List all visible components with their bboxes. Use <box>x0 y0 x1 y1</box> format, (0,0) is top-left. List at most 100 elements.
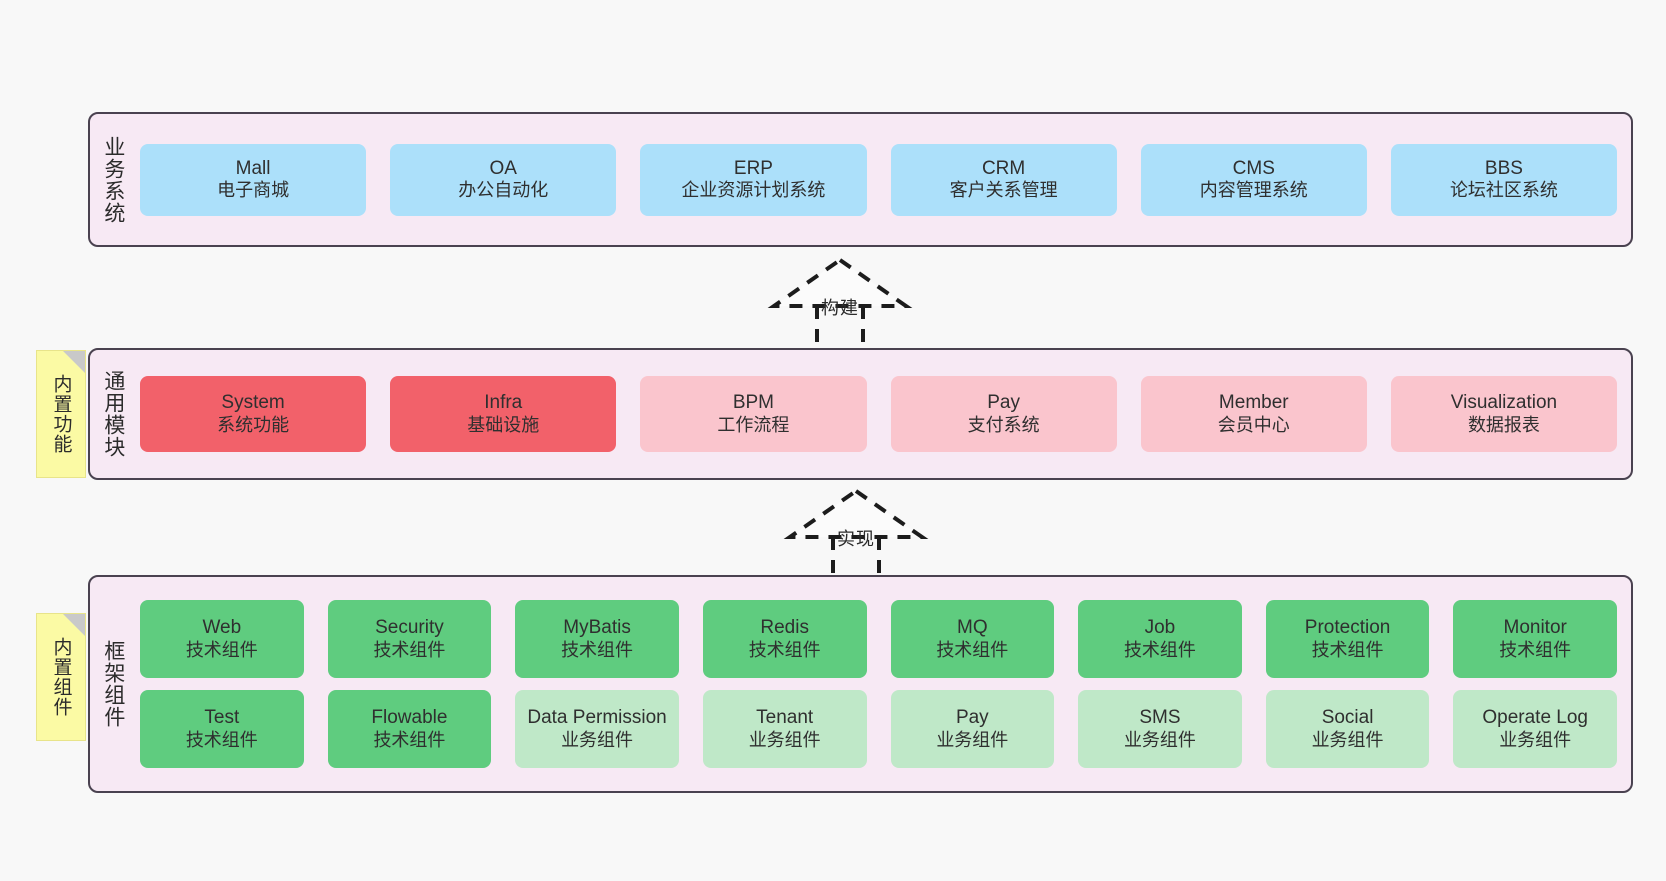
node-title-cn: 技术组件 <box>936 639 1009 660</box>
node-web[interactable]: Web 技术组件 <box>140 600 304 678</box>
node-title-cn: 技术组件 <box>373 639 446 660</box>
node-pay-component[interactable]: Pay 业务组件 <box>890 690 1055 768</box>
layer-body-framework: Web 技术组件 Security 技术组件 MyBatis 技术组件 Redi… <box>136 577 1631 791</box>
node-title-en: Security <box>375 617 444 639</box>
node-title-cn: 业务组件 <box>748 729 821 750</box>
node-title-en: BBS <box>1484 157 1523 179</box>
node-crm[interactable]: CRM 客户关系管理 <box>890 143 1117 216</box>
layer-body-common: System 系统功能 Infra 基础设施 BPM 工作流程 Pay 支付系统… <box>136 350 1631 478</box>
node-title-en: Visualization <box>1450 392 1558 414</box>
layer-business-system: 业务系统 Mall 电子商城 OA 办公自动化 ERP 企业资源计划系统 CRM… <box>88 112 1633 247</box>
node-row: Test 技术组件 Flowable 技术组件 Data Permission … <box>140 690 1617 768</box>
node-cms[interactable]: CMS 内容管理系统 <box>1140 143 1367 216</box>
node-title-cn: 技术组件 <box>185 729 258 750</box>
node-row: System 系统功能 Infra 基础设施 BPM 工作流程 Pay 支付系统… <box>140 376 1618 452</box>
node-visualization[interactable]: Visualization 数据报表 <box>1390 376 1618 452</box>
node-title-cn: 技术组件 <box>1499 639 1572 660</box>
node-title-cn: 内容管理系统 <box>1199 180 1308 201</box>
node-flowable[interactable]: Flowable 技术组件 <box>327 690 492 768</box>
node-title-en: Pay <box>955 707 989 729</box>
node-title-cn: 数据报表 <box>1467 414 1540 435</box>
node-bpm[interactable]: BPM 工作流程 <box>640 376 867 452</box>
node-title-cn: 论坛社区系统 <box>1449 180 1558 201</box>
node-title-en: Operate Log <box>1482 707 1588 729</box>
node-test[interactable]: Test 技术组件 <box>140 690 304 768</box>
node-pay[interactable]: Pay 支付系统 <box>890 376 1117 452</box>
node-system[interactable]: System 系统功能 <box>140 376 367 452</box>
node-title-en: Monitor <box>1503 617 1567 639</box>
node-title-en: ERP <box>733 157 773 179</box>
node-operate-log[interactable]: Operate Log 业务组件 <box>1453 690 1617 768</box>
node-title-cn: 基础设施 <box>467 414 540 435</box>
node-title-cn: 技术组件 <box>1123 639 1196 660</box>
node-title-en: Flowable <box>371 707 448 729</box>
node-member[interactable]: Member 会员中心 <box>1140 376 1367 452</box>
node-title-cn: 客户关系管理 <box>949 180 1058 201</box>
node-monitor[interactable]: Monitor 技术组件 <box>1453 600 1617 678</box>
connector-label-realize: 实现 <box>837 529 875 549</box>
node-title-en: Infra <box>484 392 523 414</box>
node-title-cn: 系统功能 <box>217 414 290 435</box>
node-title-en: Protection <box>1304 617 1391 639</box>
node-title-en: Job <box>1144 617 1176 639</box>
node-title-cn: 支付系统 <box>967 414 1040 435</box>
node-title-cn: 技术组件 <box>373 729 446 750</box>
node-title-en: Web <box>202 617 242 639</box>
node-title-cn: 电子商城 <box>217 180 290 201</box>
node-title-cn: 业务组件 <box>1499 729 1572 750</box>
node-title-cn: 工作流程 <box>717 414 790 435</box>
node-mq[interactable]: MQ 技术组件 <box>890 600 1055 678</box>
node-row: Web 技术组件 Security 技术组件 MyBatis 技术组件 Redi… <box>140 600 1617 678</box>
node-protection[interactable]: Protection 技术组件 <box>1265 600 1430 678</box>
node-title-en: CMS <box>1232 157 1275 179</box>
note-label: 内置功能 <box>50 374 72 454</box>
connector-build: 构建 <box>760 256 920 354</box>
layer-title-business: 业务系统 <box>101 135 125 224</box>
node-oa[interactable]: OA 办公自动化 <box>390 143 617 216</box>
node-mall[interactable]: Mall 电子商城 <box>140 143 367 216</box>
node-infra[interactable]: Infra 基础设施 <box>390 376 617 452</box>
node-tenant[interactable]: Tenant 业务组件 <box>702 690 867 768</box>
node-title-en: Pay <box>987 392 1020 414</box>
node-title-cn: 企业资源计划系统 <box>681 180 826 201</box>
node-title-en: BPM <box>732 392 775 414</box>
node-title-cn: 业务组件 <box>1123 729 1196 750</box>
node-sms[interactable]: SMS 业务组件 <box>1078 690 1242 768</box>
layer-title-common: 通用模块 <box>101 370 125 458</box>
node-title-cn: 业务组件 <box>936 729 1009 750</box>
node-mybatis[interactable]: MyBatis 技术组件 <box>515 600 679 678</box>
node-title-en: Social <box>1321 707 1374 729</box>
node-title-en: Redis <box>760 617 809 639</box>
node-title-cn: 技术组件 <box>185 639 258 660</box>
connector-realize: 实现 <box>776 487 936 585</box>
node-title-cn: 技术组件 <box>561 639 634 660</box>
layer-body-business: Mall 电子商城 OA 办公自动化 ERP 企业资源计划系统 CRM 客户关系… <box>136 114 1631 245</box>
node-erp[interactable]: ERP 企业资源计划系统 <box>640 143 867 216</box>
node-title-en: Member <box>1218 392 1289 414</box>
node-bbs[interactable]: BBS 论坛社区系统 <box>1390 143 1618 216</box>
node-title-en: Data Permission <box>527 707 667 729</box>
node-title-en: CRM <box>981 157 1026 179</box>
node-title-cn: 办公自动化 <box>458 180 549 201</box>
node-title-en: Tenant <box>756 707 814 729</box>
node-title-cn: 业务组件 <box>1311 729 1384 750</box>
node-job[interactable]: Job 技术组件 <box>1078 600 1242 678</box>
node-redis[interactable]: Redis 技术组件 <box>702 600 867 678</box>
node-title-en: MyBatis <box>563 617 631 639</box>
node-title-en: SMS <box>1139 707 1181 729</box>
node-data-permission[interactable]: Data Permission 业务组件 <box>515 690 679 768</box>
node-title-cn: 技术组件 <box>1311 639 1384 660</box>
note-builtin-features: 内置功能 <box>36 350 86 478</box>
node-security[interactable]: Security 技术组件 <box>327 600 492 678</box>
node-title-cn: 业务组件 <box>561 729 634 750</box>
node-row: Mall 电子商城 OA 办公自动化 ERP 企业资源计划系统 CRM 客户关系… <box>140 143 1618 216</box>
layer-framework-component: 框架组件 Web 技术组件 Security 技术组件 MyBatis 技术组件… <box>88 575 1633 793</box>
node-title-en: Mall <box>235 157 271 179</box>
node-title-en: MQ <box>957 617 988 639</box>
connector-label-build: 构建 <box>821 298 859 318</box>
node-title-cn: 技术组件 <box>748 639 821 660</box>
note-label: 内置组件 <box>50 637 72 717</box>
node-social[interactable]: Social 业务组件 <box>1265 690 1430 768</box>
node-title-en: Test <box>204 707 240 729</box>
